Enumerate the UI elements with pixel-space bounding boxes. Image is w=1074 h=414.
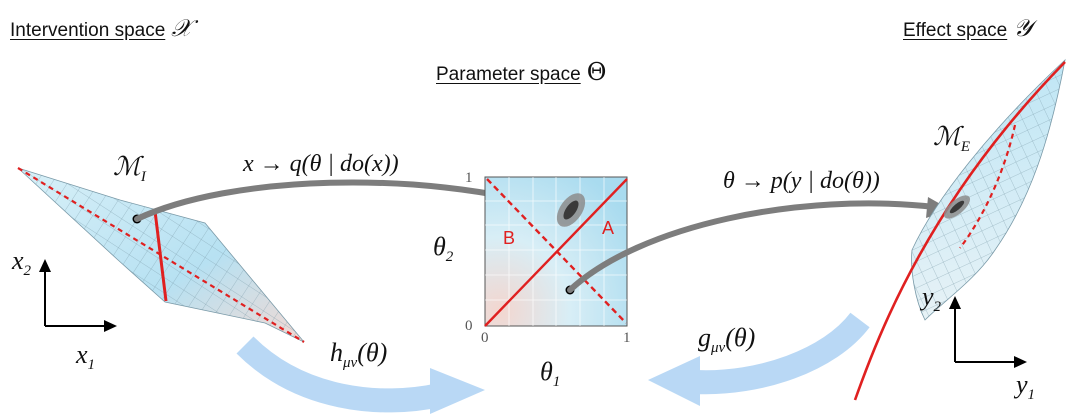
x-axes (39, 259, 117, 332)
y-axes (949, 296, 1027, 368)
manifold-intervention-label: ℳI (113, 152, 146, 186)
region-b-label: B (503, 228, 516, 248)
g-map-label: gμν(θ) (698, 323, 756, 357)
manifold-effect-label: ℳE (933, 122, 970, 156)
parameter-box (484, 176, 628, 327)
y2-axis-label: y2 (922, 282, 942, 316)
parameter-space-symbol: Θ (586, 58, 607, 86)
effect-space-symbol: 𝒴 (1013, 14, 1033, 42)
posterior-core (563, 200, 579, 220)
region-b-line (486, 178, 627, 324)
effect-manifold (853, 58, 1066, 401)
theta2-tick-zero: 0 (465, 318, 473, 334)
effect-dashed-curve (959, 124, 1017, 249)
theta1-tick-zero: 0 (481, 330, 489, 346)
h-map-blue-arrow (236, 336, 485, 414)
effect-space-label: Effect space (903, 20, 1008, 41)
effect-solid-curve (853, 61, 1066, 401)
intervention-space-symbol: 𝒳 (171, 14, 192, 42)
intervention-solid-line (153, 210, 168, 302)
q-map-label: x → q(θ | do(x)) (243, 151, 399, 177)
theta2-axis-label: θ2 (433, 232, 454, 266)
effect-blob-core (949, 200, 965, 214)
theta1-axis-label: θ1 (540, 357, 561, 391)
theta2-tick-one: 1 (465, 170, 473, 186)
g-map-blue-arrow (648, 312, 870, 406)
intervention-space-label: Intervention space (10, 20, 166, 41)
region-a-line (484, 178, 628, 327)
intervention-diagonal-dashed (17, 167, 305, 343)
x1-axis-label: x1 (76, 340, 96, 374)
x2-axis-label: x2 (12, 246, 32, 280)
region-a-label: A (602, 218, 615, 238)
intervention-manifold (17, 167, 305, 343)
p-map-arrow (567, 200, 938, 293)
theta1-tick-one: 1 (623, 330, 631, 346)
p-map-label: θ → p(y | do(θ)) (723, 168, 880, 194)
y1-axis-label: y1 (1016, 370, 1036, 404)
parameter-space-label: Parameter space (436, 64, 581, 85)
h-map-label: hμν(θ) (330, 338, 388, 372)
